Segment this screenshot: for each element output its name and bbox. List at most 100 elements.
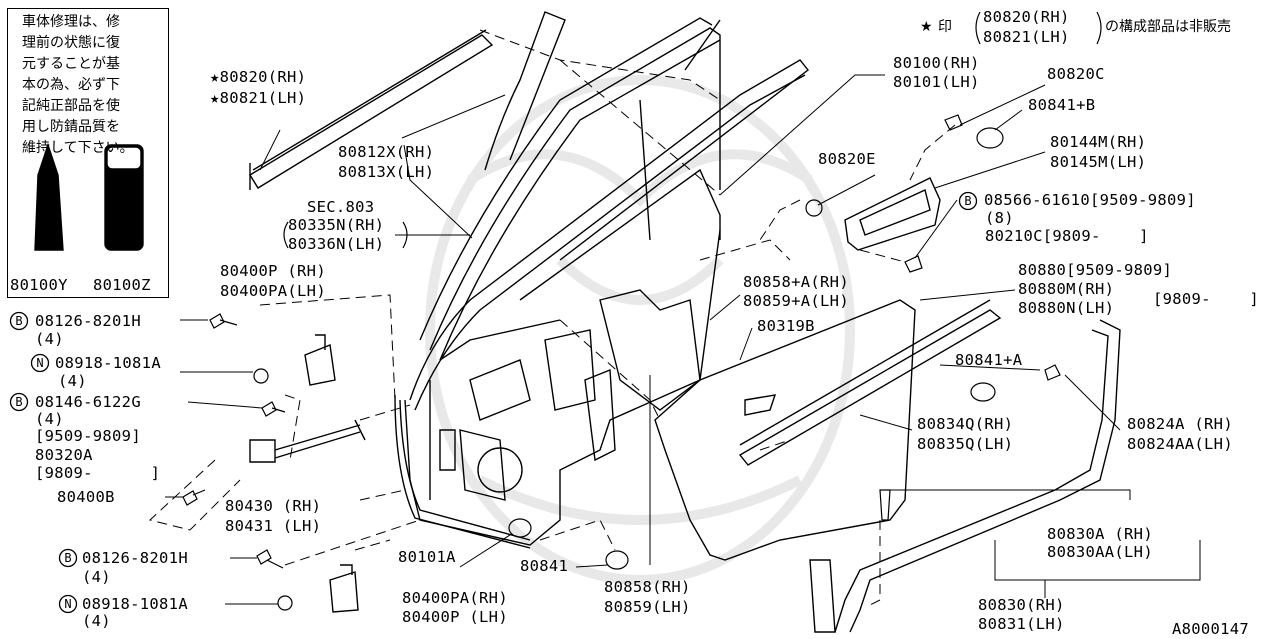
label-08566: 08566-61610[9509-9809]: [984, 191, 1196, 209]
label-08918-upper: 08918-1081A: [55, 354, 161, 372]
note-item-right: 80100Z: [93, 276, 151, 294]
note-item-left: 80100Y: [10, 276, 68, 294]
label-80144m: 80144M(RH): [1050, 133, 1147, 151]
hole-plugs: [508, 127, 1004, 570]
nuts: [253, 199, 823, 611]
label-80336n: 80336N(LH): [288, 235, 385, 253]
label-80400b: 80400B: [57, 488, 115, 506]
note-line-7: 維持して下さい。: [22, 140, 134, 156]
door-trim-panel: [654, 299, 916, 561]
repair-note-box: [7, 8, 169, 298]
svg-text:B: B: [64, 551, 71, 565]
label-80400pa-lower: 80400PA(RH): [402, 589, 508, 607]
label-80859: 80859(LH): [604, 598, 691, 616]
label-80820c: 80820C: [1047, 65, 1105, 83]
label-08126-upper: 08126-8201H: [35, 312, 141, 330]
nut-symbol-2: [58, 594, 78, 614]
label-80400p-upper: 80400P (RH): [220, 262, 326, 280]
label-80841b: 80841+B: [1028, 96, 1096, 114]
label-80880n: 80880N(LH): [1018, 299, 1115, 317]
label-80431: 80431 (LH): [225, 517, 322, 535]
label-80101: 80101(LH): [893, 73, 980, 91]
label-80210c: 80210C[9809- ]: [985, 227, 1149, 245]
label-qty-4-c: (4): [35, 410, 64, 428]
watermark-emblem: [425, 75, 855, 585]
dashed-guide-lines: [148, 29, 956, 606]
label-80400p-lower: 80400P (LH): [402, 608, 508, 626]
door-inner-panel: [404, 229, 721, 546]
label-80834q: 80834Q(RH): [917, 415, 1014, 433]
circled-symbols: [9, 191, 978, 614]
label-80859a: 80859+A(LH): [743, 292, 849, 310]
legend-part-rh: 80820(RH): [983, 8, 1070, 26]
label-qty-4-d: (4): [82, 568, 111, 586]
figure-id: A8000147: [1172, 620, 1250, 638]
svg-text:N: N: [64, 597, 71, 611]
leader-lines: [165, 74, 1201, 605]
label-80835q: 80835Q(LH): [917, 435, 1014, 453]
note-line-4: 本の為、必ず下: [22, 77, 120, 93]
lower-hinge: [329, 564, 359, 613]
label-80820e: 80820E: [818, 150, 876, 168]
label-80830: 80830(RH): [978, 596, 1065, 614]
svg-text:B: B: [15, 314, 22, 328]
note-line-1: 車体修理は、修: [22, 14, 120, 30]
label-80830a: 80830A (RH): [1047, 525, 1153, 543]
label-80880m: 80880M(RH): [1018, 280, 1115, 298]
label-80820: ★80820(RH): [210, 68, 307, 86]
note-line-5: 記純正部品を使: [22, 98, 120, 114]
inner-belt-moulding: [738, 299, 1002, 466]
label-80813x: 80813X(LH): [338, 163, 435, 181]
bolt-symbol-2: [9, 392, 29, 412]
label-80812x: 80812X(RH): [338, 143, 435, 161]
label-range-9809-b: [9809- ]: [1153, 290, 1259, 308]
legend-prefix: 印: [938, 19, 952, 35]
bolt-symbol-1: [9, 311, 29, 331]
label-80319b: 80319B: [757, 317, 815, 335]
legend-brackets: [283, 11, 1102, 249]
label-qty-4-e: (4): [82, 612, 111, 630]
label-qty-8: (8): [985, 209, 1014, 227]
label-80101a: 80101A: [398, 548, 456, 566]
note-line-2: 理前の状態に復: [22, 35, 120, 51]
label-range-9809-a: [9809- ]: [35, 464, 161, 482]
label-qty-4-b: (4): [58, 372, 87, 390]
sealant-tubes: [34, 142, 144, 251]
hinge-reinforcement-bracket: [844, 177, 941, 251]
label-80858a: 80858+A(RH): [743, 273, 849, 291]
svg-text:N: N: [36, 356, 43, 370]
door-check-link: [249, 419, 366, 463]
note-line-6: 用し防錆品質を: [22, 119, 120, 135]
bolt-symbol-3: [58, 548, 78, 568]
label-08918-lower: 08918-1081A: [82, 595, 188, 613]
nut-symbol-1: [30, 353, 50, 373]
bolts: [182, 114, 1061, 569]
label-08126-lower: 08126-8201H: [82, 549, 188, 567]
svg-text:B: B: [15, 395, 22, 409]
label-80841-lower: 80841: [520, 557, 569, 575]
circled-symbol-letters: B N B B N B: [15, 194, 971, 611]
door-weatherstrip: [394, 394, 531, 549]
label-80320a: 80320A: [35, 446, 93, 464]
note-line-3: 元することが基: [22, 56, 120, 72]
label-08146: 08146-6122G: [35, 393, 141, 411]
label-80400pa-upper: 80400PA(LH): [220, 282, 326, 300]
label-80145m: 80145M(LH): [1050, 153, 1147, 171]
legend-star: ★: [920, 19, 933, 35]
label-80430: 80430 (RH): [225, 497, 322, 515]
label-80335n: 80335N(RH): [288, 216, 385, 234]
label-80831: 80831(LH): [978, 615, 1065, 633]
label-80824a: 80824A (RH): [1127, 415, 1233, 433]
svg-text:B: B: [964, 194, 971, 208]
legend-part-lh: 80821(LH): [983, 28, 1070, 46]
label-80100: 80100(RH): [893, 54, 980, 72]
door-frame-sash: [409, 11, 809, 411]
label-range-9509-9809-a: [9509-9809]: [35, 427, 141, 445]
label-80821: ★80821(LH): [210, 89, 307, 107]
label-80858: 80858(RH): [604, 578, 691, 596]
label-80830aa: 80830AA(LH): [1047, 543, 1153, 561]
label-80880: 80880[9509-9809]: [1018, 261, 1173, 279]
label-80841a: 80841+A: [955, 351, 1023, 369]
label-qty-4-a: (4): [35, 330, 64, 348]
